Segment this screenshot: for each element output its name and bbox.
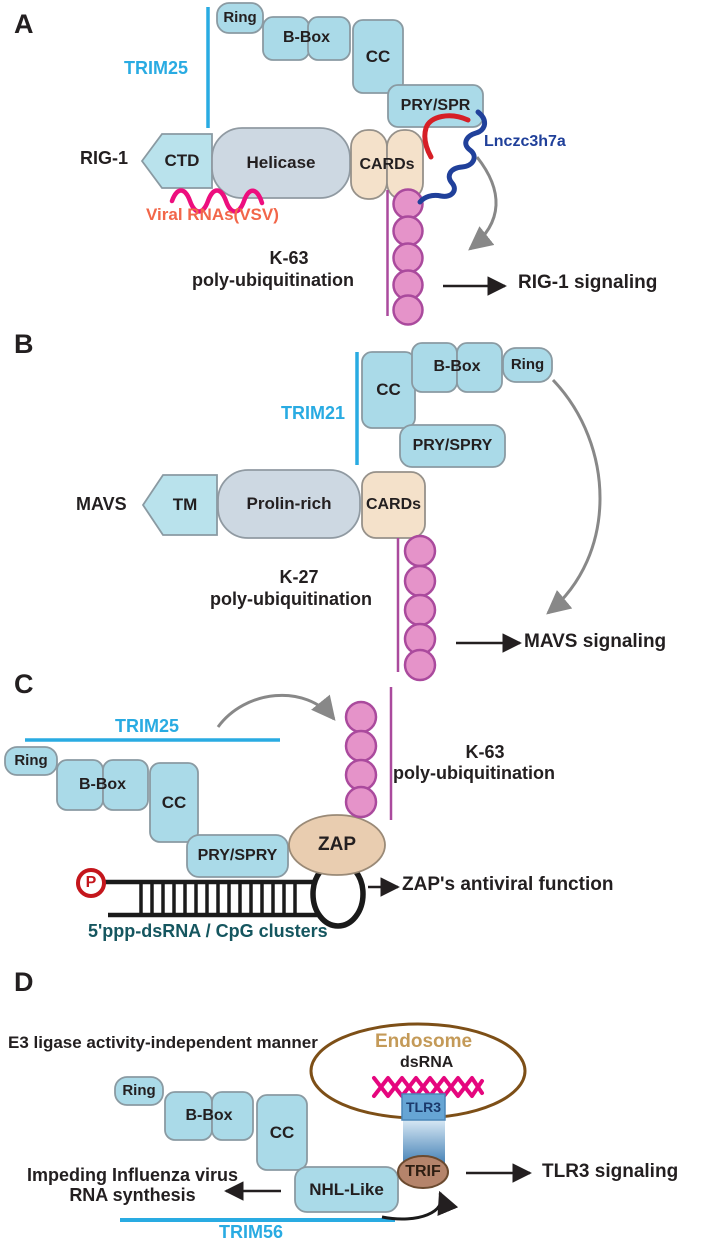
panel-a-shapes [140,2,507,326]
cards-box [361,471,426,539]
pryspry-domain-box [399,424,506,468]
bbox1-domain-box [411,342,458,393]
ubiquitin-chain-b [403,534,437,682]
bbox1-domain-box [164,1091,213,1141]
bbox1-domain-box [56,759,104,811]
ring-domain-box [216,2,264,34]
lnc-rna-blue-segment [417,109,487,205]
ubiquitin-chain-a [392,188,424,326]
activation-curved-arrow-d [381,1190,459,1221]
bbox2-domain-box [211,1091,254,1141]
bbox2-domain-box [102,759,149,811]
dsrna-rungs [139,884,297,913]
ring-domain-box [502,347,553,383]
panel-c-shapes [4,687,400,929]
cc-domain-box [352,19,404,94]
helicase-box [211,127,351,199]
tm-hexagon [141,474,218,536]
ctd-hexagon [140,133,213,189]
trif-ellipse [397,1155,449,1189]
zap-ellipse [288,814,386,876]
tlr3-box [401,1093,446,1121]
bbox1-domain-box [262,16,310,61]
ring-domain-box [114,1076,164,1106]
lnc-rna-red-segment [422,113,471,160]
prolin-rich-box [217,469,361,539]
card1-pill [350,129,388,200]
viral-rna-wave [169,188,265,214]
pryspry-domain-box [186,834,289,878]
dsrna-helix-strand1 [372,1076,484,1098]
cc-domain-box [361,351,416,429]
gray-curved-arrow-b [546,378,602,615]
cc-domain-box [256,1094,308,1171]
bbox2-domain-box [307,16,351,61]
nhl-like-box [294,1166,399,1213]
panel-b-shapes [141,342,602,682]
phosphate-circle [76,868,106,898]
ring-domain-box [4,746,58,776]
gray-curved-arrow-c [216,693,336,728]
ubiquitin-chain-c [344,700,378,819]
cc-domain-box [149,762,199,843]
bbox2-domain-box [456,342,503,393]
gray-curved-arrow-a [468,156,498,251]
panel-d-shapes [114,1022,532,1222]
